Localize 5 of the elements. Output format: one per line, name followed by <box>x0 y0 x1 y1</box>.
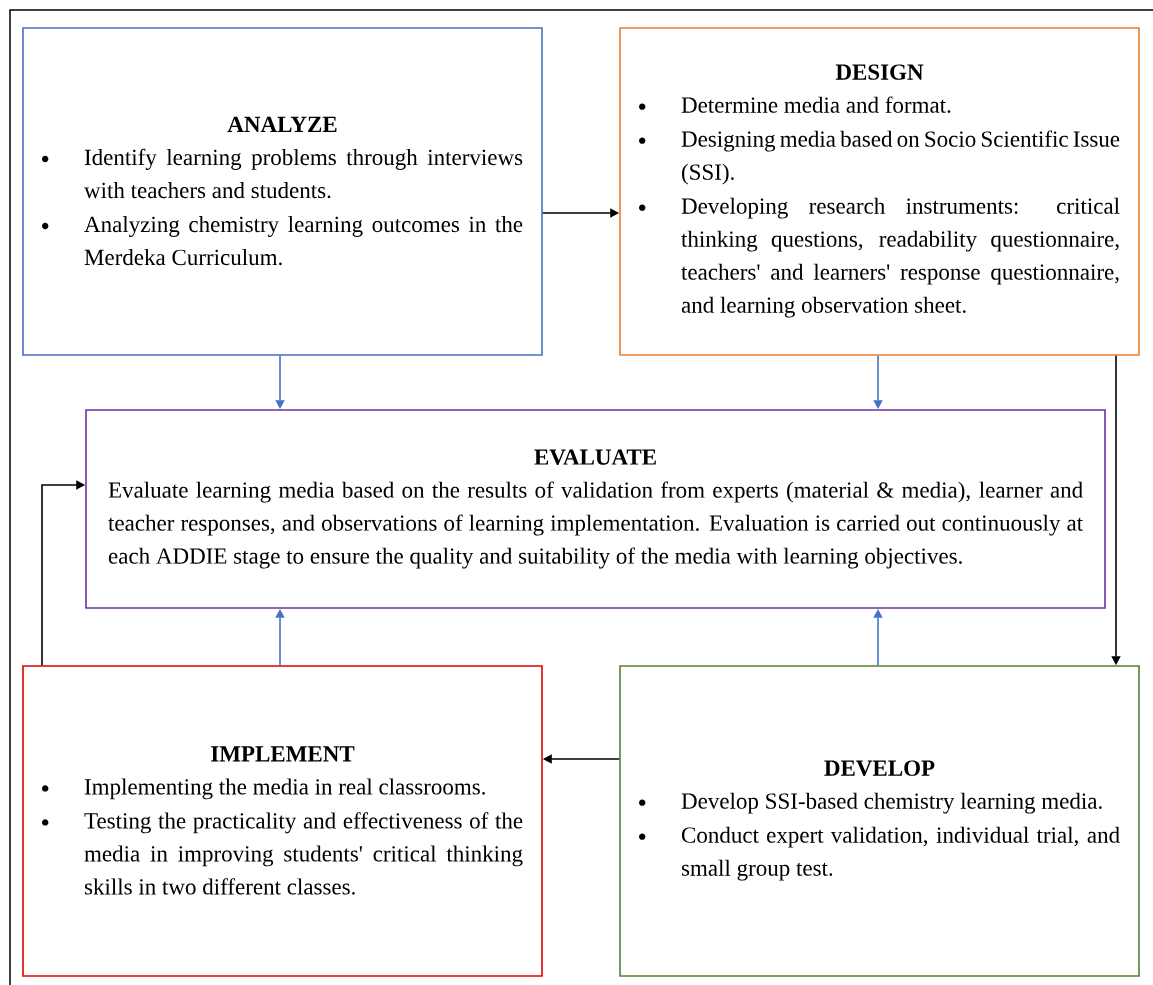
process-box: DEVELOP Develop SSI-based chemistry learning media. Conduct expert validation, individual trial, and small group test. <box>619 665 1140 977</box>
process-box: DESIGN Determine media and format. Designing media based on Socio Scientific Issue (SSI). Developing research instruments: critical thinking questions, readability questionnaire, teachers' and learners' response questionnaire, and learning observation sheet. <box>619 27 1140 356</box>
process-box: IMPLEMENT Implementing the media in real classrooms. Testing the practicality and effectiveness of the media in improving students' critical thinking skills in two different classes. <box>22 665 543 977</box>
process-box: ANALYZE Identify learning problems through interviews with teachers and students. Analyzing chemistry learning outcomes in the Merdeka Curriculum. <box>22 27 543 356</box>
process-box: EVALUATE Evaluate learning media based on the results of validation from experts (material & media), learner and teacher responses, and observations of learning implementation. Evaluation is carried out continuously at each ADDIE stage to ensure the quality and suitability of the media with learning objectives. <box>85 409 1106 609</box>
